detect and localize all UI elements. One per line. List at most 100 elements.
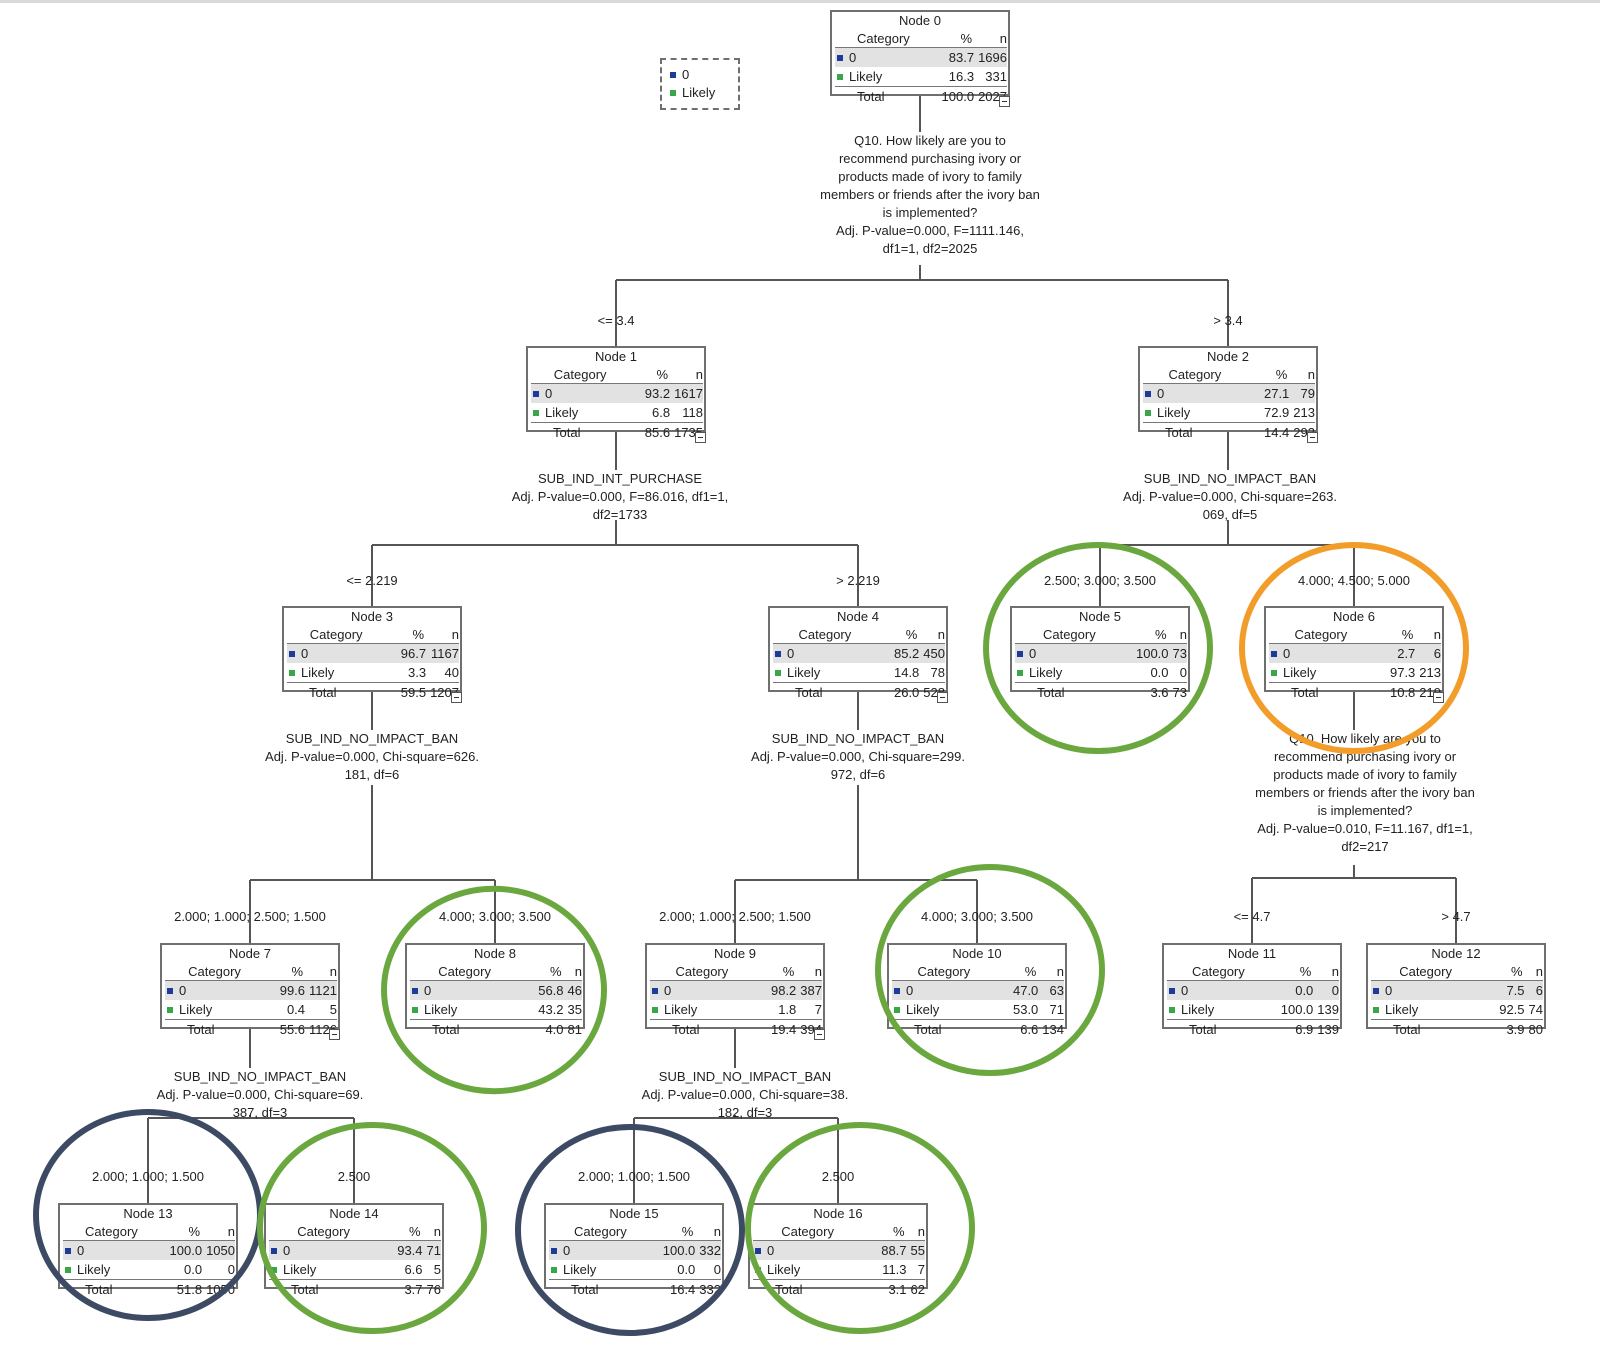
pct-cell: 0.0 bbox=[677, 1262, 696, 1277]
header-row: Category % n bbox=[1167, 963, 1339, 981]
category-cell: 0 bbox=[549, 1240, 652, 1260]
category-cell: 0 bbox=[63, 1240, 160, 1260]
green-square-icon bbox=[670, 90, 676, 97]
green-square-icon bbox=[167, 1007, 173, 1014]
edge-label-node-14: 2.500 bbox=[337, 1169, 371, 1184]
header-row: Category % n bbox=[63, 1223, 235, 1241]
category-cell: 0 bbox=[287, 643, 386, 663]
blue-square-icon bbox=[670, 72, 676, 79]
node-title: Node 16 bbox=[813, 1206, 863, 1221]
header-category: Category bbox=[1167, 963, 1270, 981]
header-category: Category bbox=[650, 963, 754, 981]
category-cell: Likely bbox=[650, 1000, 754, 1020]
pct-cell: 85.2 bbox=[876, 643, 924, 663]
header-n: n bbox=[206, 1223, 235, 1241]
tree-node-0: Node 0 Category % n 0 83.7 1696 Likely 1… bbox=[830, 10, 1010, 107]
total-row: Total 3.7 76 bbox=[269, 1279, 441, 1299]
split-description-node-4: SUB_IND_NO_IMPACT_BAN Adj. P-value=0.000… bbox=[751, 731, 965, 782]
header-pct: % bbox=[1123, 626, 1173, 644]
pct-cell: 6.8 bbox=[652, 405, 671, 420]
row-likely: Likely 97.3 213 bbox=[1269, 663, 1441, 683]
tree-node-13: Node 13 Category % n 0 100.0 1050 Likely… bbox=[58, 1203, 238, 1299]
pct-cell: 93.4 bbox=[378, 1240, 427, 1260]
pct-cell: 72.9 bbox=[1263, 405, 1290, 420]
collapse-toggle-icon[interactable] bbox=[1307, 432, 1318, 443]
category-cell: Likely bbox=[531, 403, 629, 423]
header-n: n bbox=[699, 1223, 721, 1241]
total-label: Total bbox=[1015, 682, 1124, 702]
header-pct: % bbox=[378, 1223, 427, 1241]
category-cell: Likely bbox=[892, 1000, 996, 1020]
node-table: Category % n 0 96.7 1167 Likely 3.3 40 T… bbox=[287, 626, 459, 702]
header-n: n bbox=[426, 1223, 441, 1241]
category-cell: Likely bbox=[753, 1260, 862, 1280]
n-cell: 46 bbox=[567, 980, 582, 1000]
total-label: Total bbox=[1143, 422, 1247, 442]
header-n: n bbox=[1419, 626, 1441, 644]
header-n: n bbox=[309, 963, 337, 981]
blue-square-icon bbox=[837, 55, 843, 62]
collapse-toggle-icon[interactable] bbox=[695, 432, 706, 443]
pct-cell: 11.3 bbox=[882, 1262, 907, 1277]
header-n: n bbox=[923, 626, 945, 644]
total-label: Total bbox=[1371, 1019, 1481, 1039]
blue-square-icon bbox=[289, 651, 295, 658]
header-row: Category % n bbox=[892, 963, 1064, 981]
category-cell: 0 bbox=[773, 643, 877, 663]
collapse-toggle-icon[interactable] bbox=[937, 692, 948, 703]
node-table: Category % n 0 85.2 450 Likely 14.8 78 T… bbox=[773, 626, 945, 702]
edge-label-node-5: 2.500; 3.000; 3.500 bbox=[1043, 573, 1157, 588]
header-pct: % bbox=[159, 1223, 207, 1241]
category-cell: 0 bbox=[1371, 980, 1481, 1000]
collapse-toggle-icon[interactable] bbox=[999, 96, 1010, 107]
header-pct: % bbox=[753, 963, 801, 981]
total-label: Total bbox=[63, 1279, 160, 1299]
pct-cell: 92.5 bbox=[1499, 1002, 1525, 1017]
pct-cell: 43.2 bbox=[538, 1002, 564, 1017]
tree-node-12: Node 12 Category % n 0 7.5 6 Likely 92.5… bbox=[1366, 943, 1546, 1039]
node-table: Category % n 0 56.8 46 Likely 43.2 35 To… bbox=[410, 963, 582, 1039]
pct-cell: 27.1 bbox=[1246, 383, 1294, 403]
total-pct: 6.6 bbox=[995, 1019, 1043, 1039]
collapse-toggle-icon[interactable] bbox=[814, 1029, 825, 1040]
pct-cell: 98.2 bbox=[753, 980, 801, 1000]
node-table: Category % n 0 99.6 1121 Likely 0.4 5 To… bbox=[165, 963, 337, 1039]
collapse-toggle-icon[interactable] bbox=[1433, 692, 1444, 703]
node-title: Node 2 bbox=[1207, 349, 1249, 364]
collapse-toggle-icon[interactable] bbox=[451, 692, 462, 703]
row-0: 0 56.8 46 bbox=[410, 980, 582, 1000]
header-pct: % bbox=[876, 626, 924, 644]
pct-cell: 0.0 bbox=[1269, 980, 1318, 1000]
green-square-icon bbox=[775, 670, 781, 677]
row-0: 0 88.7 55 bbox=[753, 1240, 925, 1260]
blue-square-icon bbox=[1145, 391, 1151, 398]
header-pct: % bbox=[1246, 366, 1294, 384]
pct-cell: 0.4 bbox=[286, 1002, 306, 1017]
total-n: 139 bbox=[1317, 1019, 1339, 1039]
tree-node-6: Node 6 Category % n 0 2.7 6 Likely 97.3 … bbox=[1264, 606, 1444, 703]
header-category: Category bbox=[63, 1223, 160, 1241]
green-square-icon bbox=[755, 1267, 761, 1274]
category-cell: Likely bbox=[773, 663, 877, 683]
pct-cell: 14.8 bbox=[893, 665, 920, 680]
blue-square-icon bbox=[755, 1248, 761, 1255]
total-label: Total bbox=[773, 682, 877, 702]
category-cell: 0 bbox=[1015, 643, 1124, 663]
row-0: 0 93.2 1617 bbox=[531, 383, 703, 403]
row-0: 0 85.2 450 bbox=[773, 643, 945, 663]
row-likely: Likely 0.0 0 bbox=[549, 1260, 721, 1280]
blue-square-icon bbox=[271, 1248, 277, 1255]
node-title: Node 3 bbox=[351, 609, 393, 624]
header-category: Category bbox=[1371, 963, 1481, 981]
total-pct: 14.4 bbox=[1246, 422, 1294, 442]
header-category: Category bbox=[1015, 626, 1124, 644]
total-pct: 6.9 bbox=[1269, 1019, 1318, 1039]
category-cell: Likely bbox=[63, 1260, 160, 1280]
collapse-toggle-icon[interactable] bbox=[329, 1029, 340, 1040]
row-0: 0 83.7 1696 bbox=[835, 47, 1007, 67]
green-square-icon bbox=[1169, 1007, 1175, 1014]
pct-cell: 7.5 bbox=[1480, 980, 1529, 1000]
pct-cell: 100.0 bbox=[651, 1240, 700, 1260]
total-n: 62 bbox=[910, 1279, 925, 1299]
row-0: 0 100.0 73 bbox=[1015, 643, 1187, 663]
